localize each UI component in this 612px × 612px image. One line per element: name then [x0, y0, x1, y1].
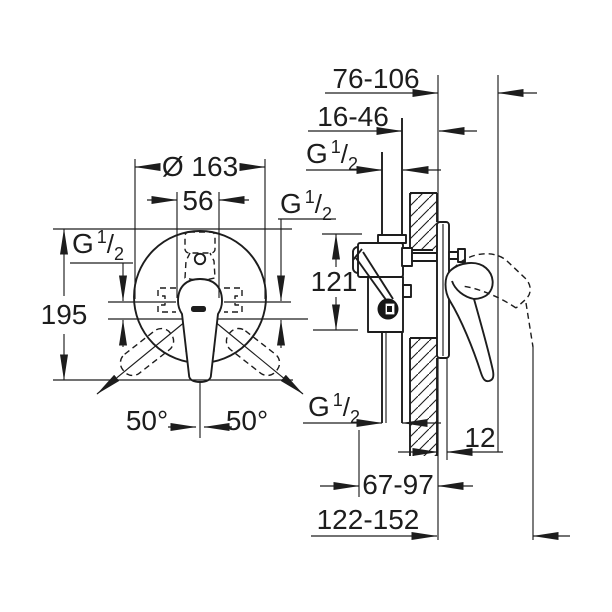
lever-swing-dashed-left: [119, 327, 175, 377]
dim-height-label: 195: [41, 299, 88, 330]
dim-height-195: 195: [41, 228, 88, 381]
lever-marker-bar: [191, 306, 206, 312]
dim-diameter-163: Ø 163: [134, 151, 266, 299]
dim-body-depth-label: 67-97: [362, 469, 434, 500]
side-clip-dashed-left: [157, 287, 176, 313]
lever-front: [177, 278, 223, 383]
dim-cap-width-label: 56: [182, 185, 213, 216]
dim-wall-16-46: 16-46: [308, 101, 477, 135]
side-port-lines: [108, 301, 308, 320]
lever-side: [444, 262, 495, 383]
lever-swing-dashed-right: [225, 327, 281, 377]
cartridge-screw-icon: [193, 252, 207, 266]
wall-hatch-bottom: [410, 338, 437, 456]
cartridge-dashed-outline: [184, 231, 216, 282]
angle-right-label: 50°: [226, 405, 268, 436]
swing-diagonal-right: [213, 320, 304, 395]
outlet-pipe-bottom: [381, 332, 403, 423]
dim-depth-range-label: 76-106: [332, 63, 419, 94]
dim-plate-thickness-label: 12: [464, 422, 495, 453]
dim-plate-12: 12: [398, 358, 503, 460]
dim-total-depth-label: 122-152: [317, 504, 420, 535]
lever-side-detail: [451, 280, 475, 300]
dim-cap-width-56: 56: [147, 185, 249, 298]
dim-diameter-label: Ø 163: [162, 151, 238, 182]
supply-pipe-top: [377, 118, 407, 244]
wall-hatch-top: [410, 193, 437, 250]
dim-body-height-121: 121: [311, 233, 362, 331]
dim-angle-left: 50°: [126, 405, 197, 436]
side-clip-dashed-right: [224, 287, 243, 313]
wall-section: [409, 192, 438, 456]
angle-left-label: 50°: [126, 405, 168, 436]
dim-angle-right: 50°: [203, 405, 268, 436]
lever-side-dashed: [452, 253, 534, 348]
dim-body-height-label: 121: [311, 266, 358, 297]
dim-total-depth-122-152: 122-152: [311, 504, 570, 540]
swing-diagonal-left: [96, 320, 187, 395]
escutcheon-plate-side: [436, 221, 466, 359]
dim-depth-76-106: 76-106: [325, 63, 537, 97]
dim-wall-range-label: 16-46: [317, 101, 389, 132]
dim-body-depth-67-97: 67-97: [320, 430, 473, 500]
side-view: 76-106 16-46 G1/2 121 G1/2: [303, 63, 570, 540]
outlet-port: [377, 298, 399, 320]
